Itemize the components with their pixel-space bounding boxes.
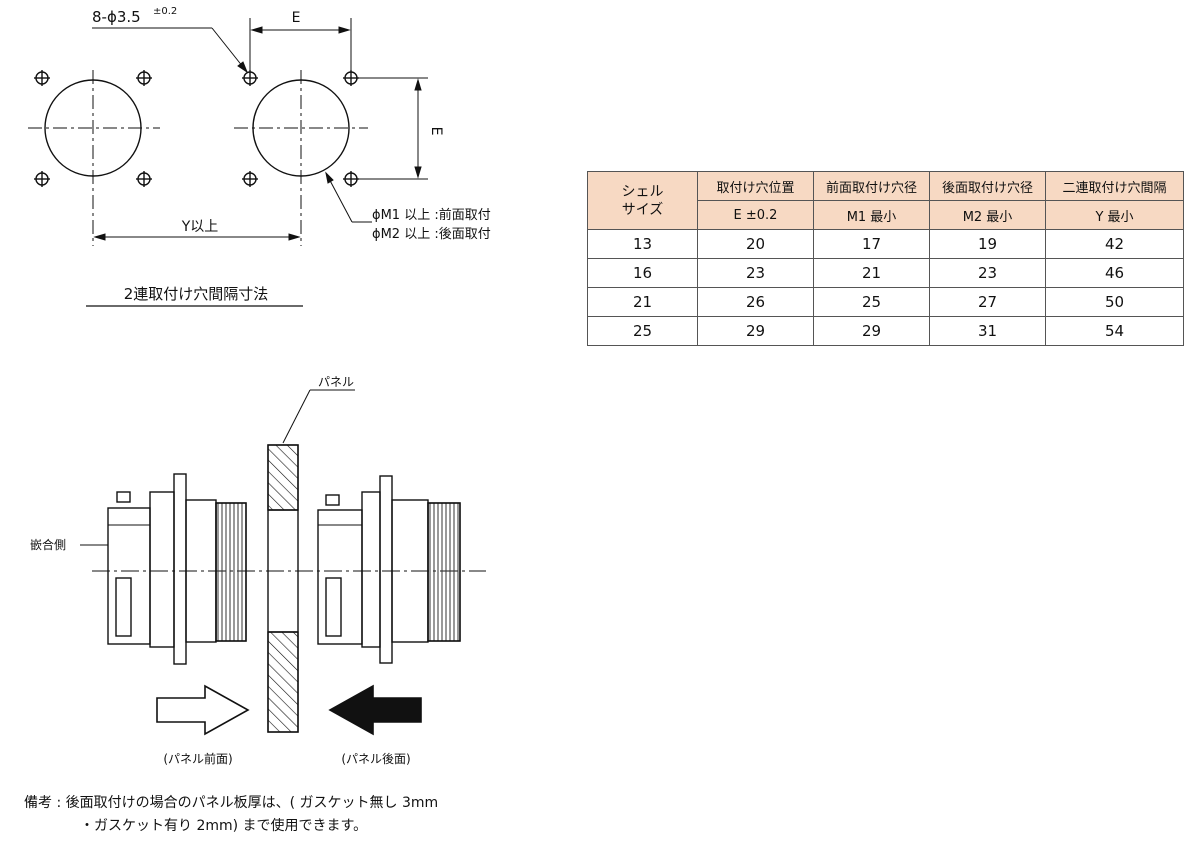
dim-e-horizontal-label: E bbox=[292, 10, 301, 26]
dim-e-vertical bbox=[358, 77, 428, 180]
hole-3 bbox=[34, 171, 50, 187]
subheader-e: E ±0.2 bbox=[697, 200, 814, 230]
spec-table: シェル サイズ 取付け穴位置 前面取付け穴径 後面取付け穴径 二連取付け穴間隔 … bbox=[587, 171, 1184, 346]
hole-callout-leader bbox=[92, 27, 249, 74]
table-cell: 50 bbox=[1045, 287, 1184, 317]
table-cell: 26 bbox=[697, 287, 814, 317]
mating-side-label: 嵌合側 bbox=[30, 537, 66, 552]
rear-insert-arrow bbox=[328, 684, 422, 736]
header-shell-line1: シェル bbox=[621, 183, 664, 200]
rear-label: (パネル後面) bbox=[341, 752, 410, 766]
front-label: (パネル前面) bbox=[163, 751, 232, 766]
table-cell: 25 bbox=[587, 316, 698, 346]
hole-1 bbox=[34, 70, 50, 86]
m1-label: ϕM1 以上 :前面取付 bbox=[372, 207, 491, 223]
table-cell: 29 bbox=[697, 316, 814, 346]
header-dual-hole-spacing: 二連取付け穴間隔 bbox=[1045, 171, 1184, 201]
table-cell: 42 bbox=[1045, 229, 1184, 259]
front-insert-arrow bbox=[156, 684, 250, 736]
header-shell-line2: サイズ bbox=[621, 201, 664, 218]
header-shell-size: シェル サイズ bbox=[587, 171, 698, 230]
dim-y-label: Y以上 bbox=[181, 219, 219, 235]
table-cell: 23 bbox=[929, 258, 1046, 288]
dim-y bbox=[93, 233, 301, 241]
table-row: 21 26 25 27 50 bbox=[587, 287, 1184, 317]
subheader-m1: M1 最小 bbox=[813, 200, 930, 230]
subheader-m2: M2 最小 bbox=[929, 200, 1046, 230]
header-front-hole-diameter: 前面取付け穴径 bbox=[813, 171, 930, 201]
header-mount-hole-position: 取付け穴位置 bbox=[697, 171, 814, 201]
subheader-y: Y 最小 bbox=[1045, 200, 1184, 230]
remark-line1: 備考 : 後面取付けの場合のパネル板厚は、( ガスケット無し 3mm bbox=[24, 795, 439, 811]
table-header-row: シェル サイズ 取付け穴位置 前面取付け穴径 後面取付け穴径 二連取付け穴間隔 bbox=[587, 171, 1184, 230]
hole-8 bbox=[343, 171, 359, 187]
table-cell: 25 bbox=[813, 287, 930, 317]
mounting-hole-layout bbox=[28, 18, 428, 307]
dim-e-vertical-label: E bbox=[428, 127, 444, 136]
small-mounting-holes bbox=[34, 70, 359, 187]
table-cell: 16 bbox=[587, 258, 698, 288]
table-cell: 54 bbox=[1045, 316, 1184, 346]
hole-tolerance: ±0.2 bbox=[153, 6, 177, 17]
table-cell: 23 bbox=[697, 258, 814, 288]
table-subheader-row: E ±0.2 M1 最小 M2 最小 Y 最小 bbox=[588, 200, 1184, 230]
hole-7 bbox=[242, 171, 258, 187]
m2-label: ϕM2 以上 :後面取付 bbox=[372, 227, 491, 242]
remark-line2: ・ガスケット有り 2mm) まで使用できます。 bbox=[80, 818, 368, 834]
table-cell: 19 bbox=[929, 229, 1046, 259]
header-rear-hole-diameter: 後面取付け穴径 bbox=[929, 171, 1046, 201]
table-cell: 31 bbox=[929, 316, 1046, 346]
table-row: 13 20 17 19 42 bbox=[587, 229, 1184, 259]
section-title: 2連取付け穴間隔寸法 bbox=[124, 285, 269, 303]
m-diameter-leader bbox=[325, 171, 372, 223]
table-cell: 20 bbox=[697, 229, 814, 259]
hole-4 bbox=[136, 171, 152, 187]
table-cell: 13 bbox=[587, 229, 698, 259]
table-cell: 21 bbox=[813, 258, 930, 288]
table-cell: 29 bbox=[813, 316, 930, 346]
table-cell: 21 bbox=[587, 287, 698, 317]
hole-callout: 8-ϕ3.5 bbox=[92, 8, 141, 26]
table-row: 25 29 29 31 54 bbox=[587, 316, 1184, 346]
table-cell: 27 bbox=[929, 287, 1046, 317]
front-mount-connector bbox=[107, 473, 247, 665]
panel-label: パネル bbox=[318, 375, 354, 389]
hole-5 bbox=[242, 70, 258, 86]
table-cell: 17 bbox=[813, 229, 930, 259]
table-cell: 46 bbox=[1045, 258, 1184, 288]
rear-mount-connector bbox=[317, 475, 461, 664]
hole-2 bbox=[136, 70, 152, 86]
hole-6 bbox=[343, 70, 359, 86]
dim-e-horizontal bbox=[249, 18, 352, 70]
table-row: 16 23 21 23 46 bbox=[587, 258, 1184, 288]
panel-mount-side-view bbox=[80, 389, 486, 736]
panel bbox=[267, 444, 299, 733]
